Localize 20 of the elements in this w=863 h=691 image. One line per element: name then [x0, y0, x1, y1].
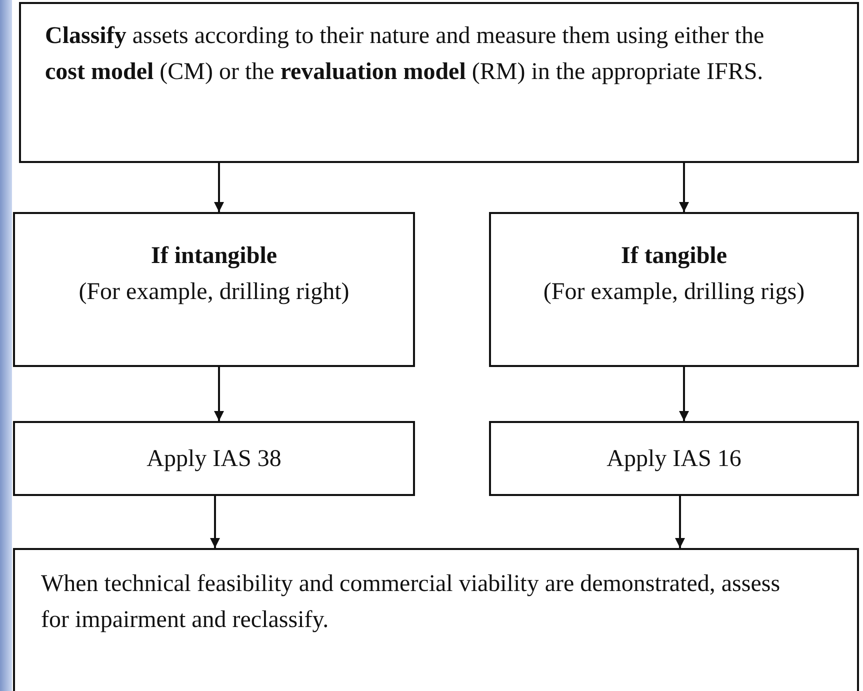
box-text: (For example, drilling rigs) [542, 278, 806, 307]
box-text: Apply IAS 16 [606, 444, 742, 474]
arrow [214, 163, 224, 212]
arrow [679, 367, 689, 421]
arrow [210, 496, 220, 548]
process-box [489, 421, 859, 496]
process-box [13, 212, 415, 367]
process-box [489, 212, 859, 367]
box-heading: If intangible [150, 242, 278, 271]
box-text: Apply IAS 38 [146, 444, 282, 474]
arrow [214, 367, 224, 421]
process-box [13, 548, 859, 691]
box-text: (For example, drilling right) [78, 278, 350, 307]
box-heading: If tangible [620, 242, 728, 271]
box-text: Classify assets according to their nature and measure them using either the cost model (CM) or the revaluation model (RM) in the appropriate IFRS. [45, 22, 766, 87]
process-box [19, 2, 859, 163]
arrow [679, 163, 689, 212]
process-box [13, 421, 415, 496]
arrow [675, 496, 685, 548]
box-text: When technical feasibility and commercial viability are demonstrated, assess for impairment and reclassify. [41, 570, 782, 635]
